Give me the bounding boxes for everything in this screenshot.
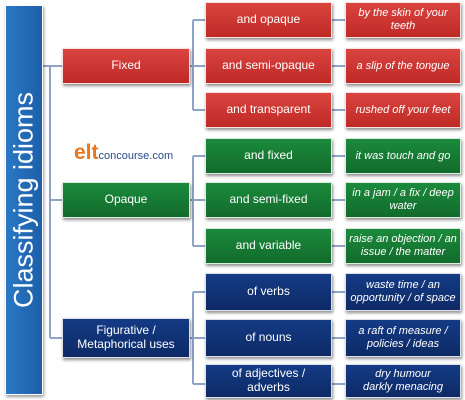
example-waste-time: waste time / an opportunity / of space <box>345 273 461 311</box>
connector-figurative <box>190 291 205 385</box>
root-title: Classifying idioms <box>8 91 39 309</box>
branch-opaque: Opaque <box>62 182 190 218</box>
category-of-nouns: of nouns <box>205 319 332 357</box>
logo-text-domain: concourse.com <box>98 150 174 162</box>
category-and-semi-opaque: and semi-opaque <box>205 48 332 84</box>
category-and-transparent: and transparent <box>205 92 332 128</box>
branch-fixed: Fixed <box>62 48 190 84</box>
category-and-fixed: and fixed <box>205 138 332 174</box>
category-and-variable: and variable <box>205 228 332 264</box>
example-rushed-off-feet: rushed off your feet <box>345 92 461 128</box>
example-skin-of-teeth: by the skin of your teeth <box>345 2 461 38</box>
logo-text-elt: elt <box>74 141 99 164</box>
connector-row-lines <box>332 19 345 385</box>
example-raise-an-objection: raise an objection / an issue / the matt… <box>345 228 461 264</box>
elt-concourse-logo: eltconcourse.com <box>74 141 173 165</box>
example-in-a-jam: in a jam / a fix / deep water <box>345 182 461 218</box>
example-dry-humour: dry humour darkly menacing <box>345 364 461 398</box>
connector-root-trunk <box>43 65 62 339</box>
category-and-semi-fixed: and semi-fixed <box>205 182 332 218</box>
example-raft-of-measure: a raft of measure / policies / ideas <box>345 319 461 357</box>
connector-fixed <box>190 19 205 111</box>
example-touch-and-go: it was touch and go <box>345 138 461 174</box>
connector-opaque <box>190 155 205 247</box>
example-slip-of-tongue: a slip of the tongue <box>345 48 461 84</box>
category-of-adjectives-adverbs: of adjectives / adverbs <box>205 364 332 398</box>
category-of-verbs: of verbs <box>205 273 332 311</box>
root-box <box>5 5 43 395</box>
category-and-opaque: and opaque <box>205 2 332 38</box>
branch-figurative: Figurative / Metaphorical uses <box>62 318 190 358</box>
